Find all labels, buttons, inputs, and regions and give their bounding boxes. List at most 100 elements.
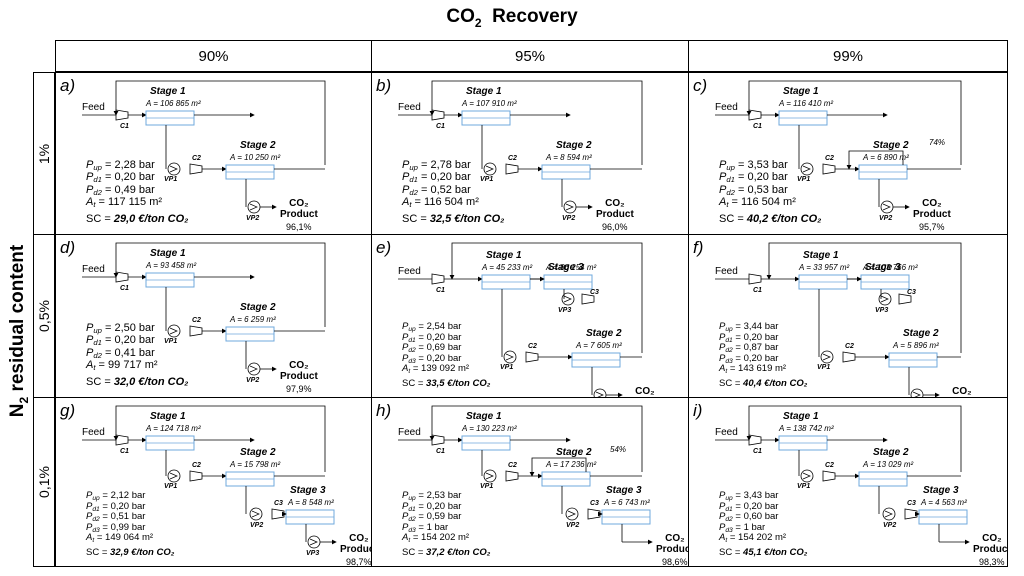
product-purity: 97,9% [286, 384, 312, 394]
pump-label-vp3: VP3 [875, 307, 889, 314]
flowsheet-diagram [398, 242, 643, 397]
pressure-parameter: Pd2 = 0,69 bar [402, 342, 462, 354]
stage-area: A = 13 029 m² [863, 460, 914, 469]
specific-cost: SC = 32,0 €/ton CO₂ [86, 375, 189, 388]
product-purity: 96,1% [286, 222, 312, 232]
compressor-icon [904, 508, 918, 520]
stage-title: Stage 2 [556, 140, 592, 151]
pressure-parameter: Pup = 2,12 bar [86, 490, 146, 502]
pressure-value: 0,53 bar [747, 183, 788, 196]
stage-title: Stage 1 [150, 411, 186, 422]
pressure-parameter: Pd1 = 0,20 bar [719, 500, 779, 513]
compressor-label-c2: C2 [192, 155, 201, 162]
stage-area: A = 6 743 m² [604, 498, 650, 507]
stage-title: Stage 3 [548, 262, 584, 273]
compressor-icon [115, 271, 129, 283]
vacuum-pump-icon [561, 292, 575, 306]
product-species: CO₂ [982, 533, 1002, 544]
compressor-icon [189, 163, 203, 175]
pressure-parameter: Pd1 = 0,20 bar [402, 331, 462, 344]
pressure-value: 1 bar [743, 521, 766, 533]
compressor-label-c1: C1 [436, 123, 445, 130]
panel-label: h) [376, 401, 392, 420]
pressure-value: 2,28 bar [114, 158, 155, 171]
total-area-value: 116 504 m² [741, 196, 796, 208]
panel-label: i) [693, 401, 703, 420]
stage-title: Stage 3 [290, 485, 326, 496]
pressure-value: 0,20 bar [743, 352, 779, 364]
product-purity: 98,7% [346, 557, 372, 567]
pressure-value: 0,52 bar [430, 183, 471, 196]
total-area: At = 116 504 m² [719, 196, 796, 209]
compressor-icon [748, 273, 762, 285]
panel-label: g) [60, 401, 76, 420]
product-purity: 98,6% [662, 557, 688, 567]
stream-line [846, 150, 904, 170]
vacuum-pump-icon [307, 535, 321, 549]
compressor-label-c3: C3 [907, 289, 916, 296]
flowsheet-diagram [715, 242, 962, 397]
stage-area: A = 8 548 m² [288, 498, 334, 507]
product-word: Product [943, 397, 981, 398]
stream-line [429, 80, 643, 165]
vacuum-pump-icon [565, 507, 579, 521]
stage-area: A = 106 865 m² [146, 99, 201, 108]
flowsheet-diagram [398, 80, 643, 214]
vacuum-pump-icon [882, 507, 896, 521]
total-area-value: 149 064 m² [105, 532, 154, 543]
stage-area: A = 7 605 m² [576, 341, 622, 350]
feed-label: Feed [398, 266, 421, 277]
stage-area: A = 8 594 m² [546, 153, 592, 162]
stream-line [449, 242, 643, 353]
compressor-icon [505, 470, 519, 482]
stage-area: A = 124 718 m² [146, 424, 201, 433]
compressor-icon [431, 434, 445, 446]
product-word: Product [280, 370, 318, 382]
compressor-label-c2: C2 [508, 155, 517, 162]
feed-label: Feed [715, 266, 738, 277]
pressure-parameter: Pd3 = 0,20 bar [402, 352, 462, 365]
specific-cost: SC = 33,5 €/ton CO₂ [402, 377, 491, 389]
product-species: CO₂ [289, 198, 309, 209]
specific-cost-value: 33,5 €/ton CO₂ [426, 377, 491, 389]
compressor-icon [822, 470, 836, 482]
specific-cost-value: 37,2 €/ton CO₂ [426, 546, 491, 558]
pressure-value: 2,53 bar [426, 490, 462, 501]
row-header-1: 1% [33, 72, 55, 235]
specific-cost-value: 40,2 €/ton CO₂ [746, 212, 822, 225]
compressor-icon [842, 351, 856, 363]
product-word: Product [596, 208, 634, 220]
stream-line [746, 405, 962, 472]
specific-cost-value: 32,0 €/ton CO₂ [113, 375, 189, 388]
pump-label-final: VP2 [562, 215, 576, 222]
pressure-value: 0,20 bar [114, 334, 155, 346]
vacuum-pump-icon [483, 162, 497, 176]
vacuum-pump-icon [167, 162, 181, 176]
compressor-label-c2: C2 [192, 317, 201, 324]
total-area-value: 117 115 m² [108, 196, 163, 208]
pressure-parameter: Pup = 3,43 bar [719, 490, 779, 502]
product-species: CO₂ [922, 198, 942, 209]
pressure-value: 3,44 bar [743, 321, 779, 332]
panel-label: e) [376, 238, 392, 257]
product-species: CO₂ [605, 198, 625, 209]
specific-cost-value: 45,1 €/ton CO₂ [743, 546, 808, 558]
stage-title: Stage 1 [803, 250, 839, 261]
specific-cost-value: 29,0 €/ton CO₂ [113, 212, 189, 225]
stage-title: Stage 3 [606, 485, 642, 496]
specific-cost: SC = 32,5 €/ton CO₂ [402, 212, 505, 225]
feed-label: Feed [82, 264, 105, 275]
product-species: CO₂ [952, 386, 972, 397]
stage-area: A = 33 957 m² [799, 263, 850, 272]
stage-area: A = 116 410 m² [779, 99, 834, 108]
pressure-value: 0,49 bar [114, 183, 155, 196]
flowsheet-diagram [398, 405, 653, 545]
